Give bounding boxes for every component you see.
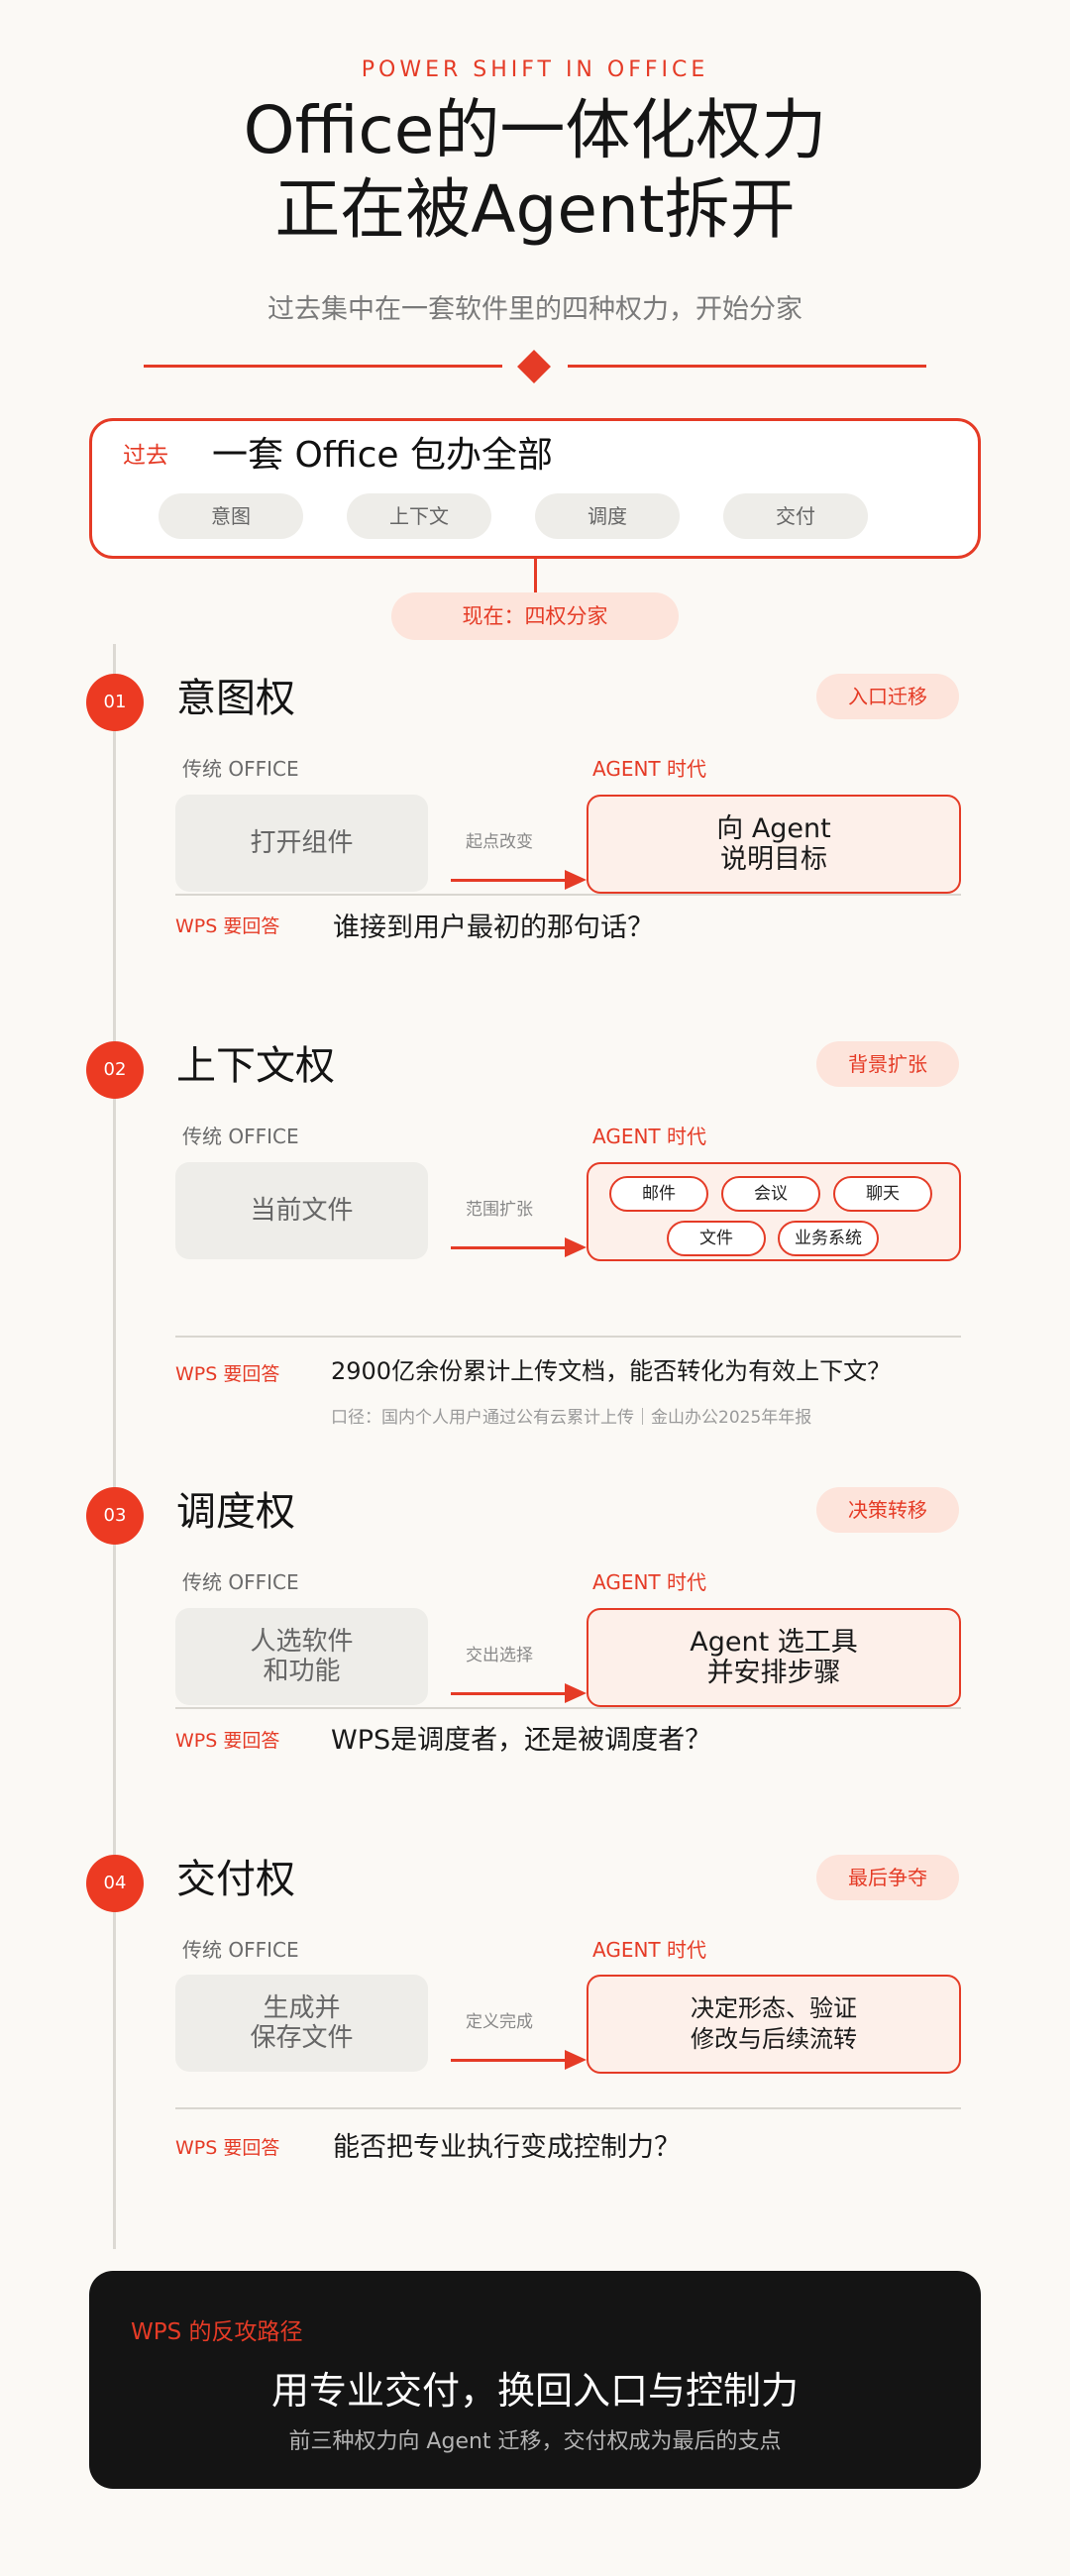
traditional-box: 人选软件 和功能 xyxy=(175,1608,428,1705)
wps-question: WPS是调度者，还是被调度者？ xyxy=(331,1725,712,1756)
arrow-right-icon xyxy=(565,2050,587,2070)
counterattack-subtitle: 前三种权力向 Agent 迁移，交付权成为最后的支点 xyxy=(288,2429,782,2454)
page-title: Office的一体化权力 正在被Agent拆开 xyxy=(0,91,1070,250)
section-divider xyxy=(175,2107,961,2109)
section-divider xyxy=(175,894,961,896)
page-subtitle: 过去集中在一套软件里的四种权力，开始分家 xyxy=(268,294,802,325)
context-pill-meeting: 会议 xyxy=(721,1176,820,1212)
section-title: 调度权 xyxy=(176,1489,295,1535)
agent-label: AGENT 时代 xyxy=(592,1938,706,1962)
section-title: 交付权 xyxy=(176,1857,295,1902)
arrow-line xyxy=(451,879,568,882)
source-note: 口径：国内个人用户通过公有云累计上传｜金山办公2025年年报 xyxy=(331,1408,812,1428)
counterattack-card xyxy=(89,2271,981,2489)
section-number: 03 xyxy=(86,1487,144,1545)
wps-label: WPS 要回答 xyxy=(175,915,280,937)
agent-box: 决定形态、验证 修改与后续流转 xyxy=(587,1975,961,2074)
arrow-right-icon xyxy=(565,870,587,890)
past-pill-dispatch: 调度 xyxy=(535,493,680,539)
section-tag: 决策转移 xyxy=(816,1487,959,1533)
arrow-line xyxy=(451,1692,568,1695)
wps-question: 2900亿余份累计上传文档，能否转化为有效上下文？ xyxy=(331,1357,892,1385)
traditional-label: 传统 OFFICE xyxy=(182,757,299,781)
past-pill-intent: 意图 xyxy=(159,493,303,539)
counterattack-title: 用专业交付，换回入口与控制力 xyxy=(270,2369,799,2413)
section-divider xyxy=(175,1707,961,1709)
past-pill-context: 上下文 xyxy=(347,493,491,539)
past-connector xyxy=(534,559,537,592)
arrow-label: 定义完成 xyxy=(466,2012,533,2032)
kicker: POWER SHIFT IN OFFICE xyxy=(361,57,709,82)
divider-right xyxy=(568,365,926,368)
wps-question: 能否把专业执行变成控制力？ xyxy=(333,2132,681,2163)
agent-box: 向 Agent 说明目标 xyxy=(587,795,961,894)
traditional-label: 传统 OFFICE xyxy=(182,1570,299,1594)
arrow-label: 交出选择 xyxy=(466,1646,533,1665)
arrow-label: 范围扩张 xyxy=(466,1200,533,1220)
title-line-1: Office的一体化权力 xyxy=(243,92,827,168)
context-pill-file: 文件 xyxy=(667,1221,766,1256)
traditional-label: 传统 OFFICE xyxy=(182,1938,299,1962)
arrow-line xyxy=(451,2059,568,2062)
title-line-2: 正在被Agent拆开 xyxy=(274,171,796,248)
section-divider xyxy=(175,1336,961,1338)
divider-left xyxy=(144,365,502,368)
past-pill-delivery: 交付 xyxy=(723,493,868,539)
agent-label: AGENT 时代 xyxy=(592,1125,706,1148)
agent-label: AGENT 时代 xyxy=(592,1570,706,1594)
section-title: 意图权 xyxy=(176,676,295,721)
agent-box: Agent 选工具 并安排步骤 xyxy=(587,1608,961,1707)
traditional-box: 打开组件 xyxy=(175,795,428,892)
traditional-label: 传统 OFFICE xyxy=(182,1125,299,1148)
traditional-box: 生成并 保存文件 xyxy=(175,1975,428,2072)
traditional-box: 当前文件 xyxy=(175,1162,428,1259)
past-title: 一套 Office 包办全部 xyxy=(212,435,553,476)
timeline-line xyxy=(113,644,116,2249)
arrow-right-icon xyxy=(565,1237,587,1257)
wps-label: WPS 要回答 xyxy=(175,1730,280,1752)
section-number: 02 xyxy=(86,1041,144,1099)
wps-question: 谁接到用户最初的那句话？ xyxy=(333,912,654,943)
section-tag: 最后争夺 xyxy=(816,1855,959,1900)
context-pill-mail: 邮件 xyxy=(609,1176,708,1212)
section-title: 上下文权 xyxy=(176,1043,335,1089)
section-tag: 入口迁移 xyxy=(816,674,959,719)
context-pill-business-system: 业务系统 xyxy=(778,1221,879,1256)
section-number: 04 xyxy=(86,1855,144,1912)
arrow-right-icon xyxy=(565,1683,587,1703)
arrow-line xyxy=(451,1246,568,1249)
diamond-icon xyxy=(517,350,551,383)
counterattack-label: WPS 的反攻路径 xyxy=(131,2319,303,2345)
now-label: 现在：四权分家 xyxy=(391,592,679,640)
arrow-label: 起点改变 xyxy=(466,832,533,852)
past-label: 过去 xyxy=(123,443,168,469)
context-pill-chat: 聊天 xyxy=(833,1176,932,1212)
wps-label: WPS 要回答 xyxy=(175,1363,280,1385)
wps-label: WPS 要回答 xyxy=(175,2137,280,2159)
agent-label: AGENT 时代 xyxy=(592,757,706,781)
section-number: 01 xyxy=(86,674,144,731)
section-tag: 背景扩张 xyxy=(816,1041,959,1087)
